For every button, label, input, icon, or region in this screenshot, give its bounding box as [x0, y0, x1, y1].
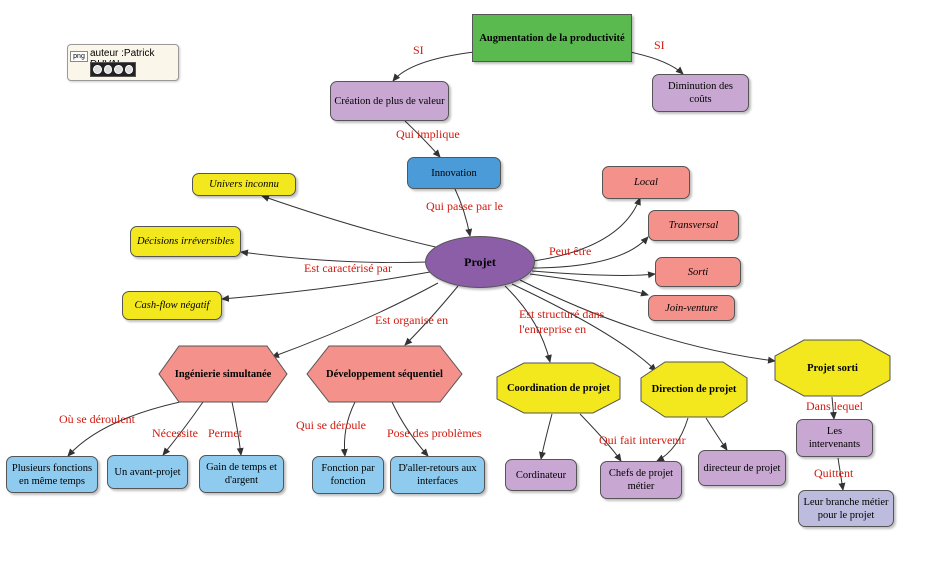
edge-creation-innovation: [404, 120, 441, 158]
edge-augmentation-diminution: [629, 51, 684, 75]
edge-projet-ingenierie: [271, 282, 439, 358]
node-local: Local: [602, 166, 690, 199]
edge-ingenierie-gain: [231, 401, 244, 456]
label-ou-se-deroulent: Où se déroulent: [59, 412, 135, 426]
edge-projet-local: [525, 197, 641, 263]
node-diminution: Diminution des coûts: [652, 74, 749, 112]
node-univers: Univers inconnu: [192, 173, 296, 196]
label-qui-fait: Qui fait intervenir: [599, 433, 686, 447]
edge-projet-joint: [529, 273, 649, 297]
node-projet-sorti: Projet sorti: [774, 339, 891, 397]
edge-projet-coordination: [504, 285, 552, 363]
label-si-right: SI: [654, 38, 665, 52]
node-direction-label: Direction de projet: [651, 384, 737, 395]
node-chefs: Chefs de projet métier: [600, 461, 682, 499]
node-ingenierie-label: Ingénierie simultanée: [174, 368, 272, 380]
node-allers: D'aller-retours aux interfaces: [390, 456, 485, 494]
label-organise: Est organisé en: [375, 313, 449, 327]
node-fonction: Fonction par fonction: [312, 456, 384, 494]
edge-ingenierie-plusieurs: [67, 401, 181, 457]
node-directeur: directeur de projet: [698, 450, 786, 486]
label-qui-implique: Qui implique: [396, 127, 460, 141]
node-avant-projet: Un avant-projet: [107, 455, 188, 489]
node-sorti: Sorti: [655, 257, 741, 287]
node-coordination: Coordination de projet: [496, 362, 621, 414]
edge-projet-direction: [511, 283, 657, 372]
label-permet: Permet: [208, 426, 242, 440]
label-dans-lequel: Dans lequel: [806, 399, 863, 413]
edge-innovation-projet: [454, 188, 473, 237]
edge-projet-sorti-node: [519, 279, 776, 364]
node-intervenants: Les intervenants: [796, 419, 873, 457]
edge-coord-chefs: [579, 413, 622, 462]
edge-sorti-intervenants: [829, 396, 837, 420]
node-cashflow: Cash-flow négatif: [122, 291, 222, 320]
edge-intervenants-branche: [837, 457, 846, 491]
edge-projet-univers: [261, 194, 441, 249]
edge-direction-directeur: [705, 417, 728, 451]
label-peut-etre: Peut être: [549, 244, 592, 258]
node-coordination-label: Coordination de projet: [506, 382, 611, 394]
node-projet: Projet: [425, 236, 535, 288]
label-structure-1: Est structuré dans: [519, 307, 605, 321]
node-ingenierie: Ingénierie simultanée: [158, 345, 288, 403]
node-projet-sorti-label: Projet sorti: [807, 362, 858, 374]
edge-dev-fonction: [340, 401, 356, 457]
node-decisions: Décisions irréversibles: [130, 226, 241, 257]
edge-projet-decisions: [240, 249, 429, 264]
edge-projet-developpement: [404, 285, 459, 346]
node-developpement-label: Développement séquentiel: [326, 368, 443, 380]
node-innovation: Innovation: [407, 157, 501, 189]
node-transversal: Transversal: [648, 210, 739, 241]
cc-by-nc-sa-icon: [90, 62, 136, 77]
label-necessite: Nécessite: [152, 426, 198, 440]
label-structure-2: l'entreprise en: [519, 322, 587, 336]
node-augmentation: Augmentation de la productivité: [472, 14, 632, 62]
label-qui-passe: Qui passe par le: [426, 199, 503, 213]
node-plusieurs: Plusieurs fonctions en même temps: [6, 456, 98, 493]
edge-projet-sorti: [531, 270, 656, 279]
edge-coord-cordinateur: [539, 413, 553, 460]
label-quittent: Quittent: [814, 466, 854, 480]
author-badge: png auteur :Patrick DUVAL: [67, 44, 179, 81]
edge-augmentation-creation: [392, 51, 475, 82]
edge-ingenierie-avant: [162, 401, 204, 456]
label-pose: Pose des problèmes: [387, 426, 482, 440]
node-gain: Gain de temps et d'argent: [199, 455, 284, 493]
node-developpement: Développement séquentiel: [306, 345, 463, 403]
edge-projet-transversal: [529, 236, 649, 269]
png-badge: png: [70, 51, 88, 62]
node-joint: Join-venture: [648, 295, 735, 321]
edge-direction-chefs: [656, 417, 689, 462]
label-si-left: SI: [413, 43, 424, 57]
label-caracterise: Est caractérisé par: [304, 261, 392, 275]
node-creation: Création de plus de valeur: [330, 81, 449, 121]
node-direction: Direction de projet: [640, 361, 748, 418]
label-qui-se-deroule: Qui se déroule: [296, 418, 366, 432]
edge-dev-allers: [391, 401, 429, 457]
node-branche: Leur branche métier pour le projet: [798, 490, 894, 527]
edge-projet-cashflow: [221, 271, 431, 302]
node-cordinateur: Cordinateur: [505, 459, 577, 491]
